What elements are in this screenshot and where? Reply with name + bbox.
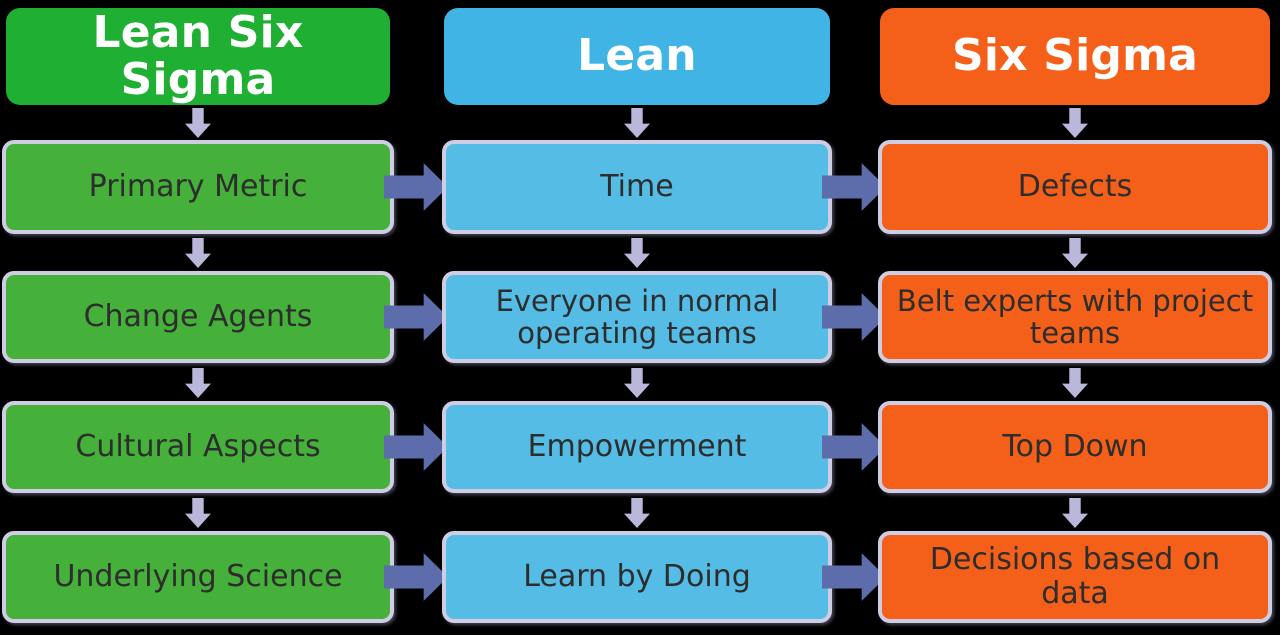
arrow-down-icon	[185, 498, 211, 528]
cell-lean-underlying-science: Learn by Doing	[442, 531, 832, 623]
cell-label: Empowerment	[527, 429, 747, 465]
arrow-down-icon	[1062, 108, 1088, 138]
cell-six-sigma-primary-metric: Defects	[878, 140, 1272, 234]
cell-label: Change Agents	[83, 299, 313, 335]
cell-label: Underlying Science	[53, 559, 343, 595]
cell-six-sigma-underlying-science: Decisions based on data	[878, 531, 1272, 623]
cell-label: Learn by Doing	[523, 559, 751, 595]
cell-lean-primary-metric: Time	[442, 140, 832, 234]
arrow-down-icon	[1062, 238, 1088, 268]
cell-label: Primary Metric	[88, 169, 308, 205]
arrow-down-icon	[185, 368, 211, 398]
arrow-down-icon	[624, 498, 650, 528]
cell-six-sigma-cultural-aspects: Top Down	[878, 401, 1272, 493]
arrow-down-icon	[624, 368, 650, 398]
column-header-six-sigma: Six Sigma	[880, 8, 1270, 105]
column-header-lean: Lean	[444, 8, 830, 105]
column-header-label: Six Sigma	[951, 30, 1199, 82]
cell-label: Time	[600, 169, 674, 205]
cell-label: Top Down	[1002, 429, 1148, 465]
cell-aspect-underlying-science: Underlying Science	[2, 531, 394, 623]
cell-label: Belt experts with project teams	[896, 283, 1254, 350]
arrow-down-icon	[624, 108, 650, 138]
cell-lean-change-agents: Everyone in normal operating teams	[442, 271, 832, 363]
arrow-down-icon	[624, 238, 650, 268]
cell-label: Cultural Aspects	[75, 429, 321, 465]
arrow-down-icon	[1062, 368, 1088, 398]
cell-aspect-primary-metric: Primary Metric	[2, 140, 394, 234]
column-header-label: Lean Six Sigma	[92, 7, 304, 105]
arrow-down-icon	[185, 108, 211, 138]
cell-label: Defects	[1017, 169, 1133, 205]
cell-label: Decisions based on data	[929, 542, 1221, 611]
cell-label: Everyone in normal operating teams	[495, 283, 779, 350]
column-header-lean-six-sigma: Lean Six Sigma	[6, 8, 390, 105]
arrow-down-icon	[185, 238, 211, 268]
arrow-down-icon	[1062, 498, 1088, 528]
cell-aspect-cultural-aspects: Cultural Aspects	[2, 401, 394, 493]
cell-lean-cultural-aspects: Empowerment	[442, 401, 832, 493]
cell-aspect-change-agents: Change Agents	[2, 271, 394, 363]
column-header-label: Lean	[577, 30, 697, 82]
cell-six-sigma-change-agents: Belt experts with project teams	[878, 271, 1272, 363]
